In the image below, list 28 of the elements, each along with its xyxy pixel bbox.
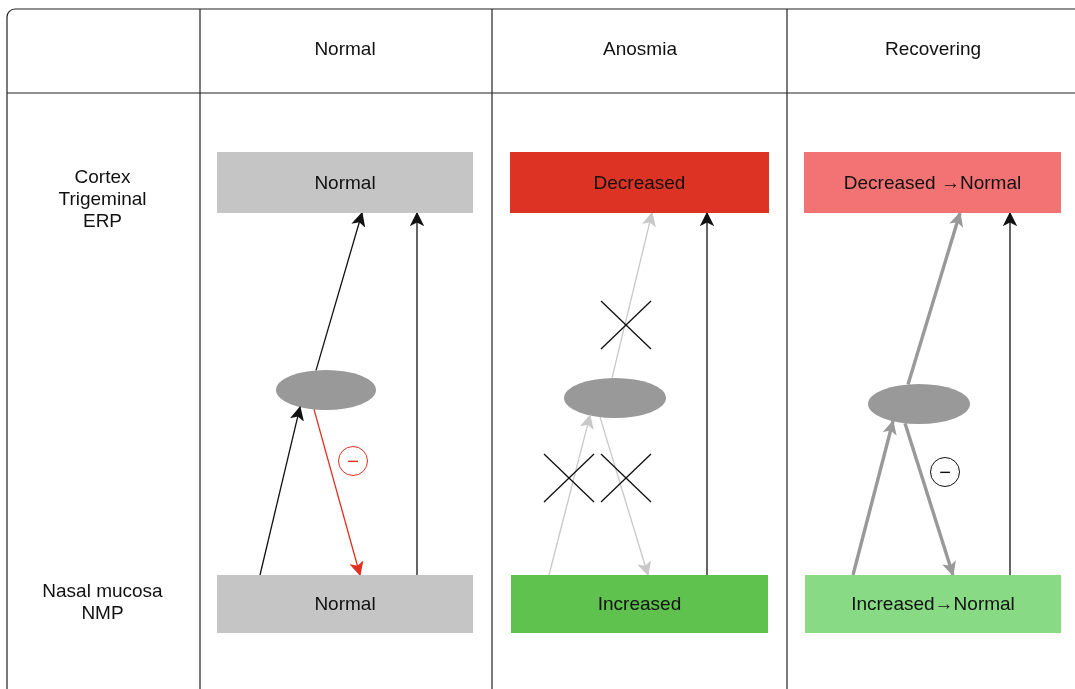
row-heading: Nasal mucosa NMP	[41, 580, 164, 624]
column-heading: Normal	[313, 38, 377, 60]
level-box: Increased→Normal	[805, 575, 1061, 633]
column-heading: Recovering	[883, 38, 983, 60]
column-heading: Anosmia	[602, 38, 678, 60]
arrow	[315, 211, 366, 372]
arrow	[903, 422, 956, 577]
ganglion-ellipse	[564, 378, 666, 418]
level-box: Decreased	[510, 152, 769, 213]
ganglion-ellipse	[868, 384, 970, 424]
arrow	[548, 414, 594, 576]
arrow	[906, 211, 964, 385]
row-heading: Cortex Trigeminal ERP	[57, 166, 148, 232]
level-box: Normal	[217, 575, 473, 633]
ganglion-ellipse	[276, 370, 376, 410]
arrow	[599, 416, 652, 577]
arrow	[699, 211, 715, 576]
level-box: Decreased →Normal	[804, 152, 1061, 213]
arrow	[1002, 211, 1018, 576]
arrow	[851, 420, 897, 576]
level-box: Increased	[511, 575, 768, 633]
arrow	[313, 408, 364, 577]
level-box: Normal	[217, 152, 473, 213]
arrow	[259, 405, 304, 576]
arrow	[611, 211, 656, 379]
arrow	[409, 211, 425, 576]
edge-label: −	[930, 457, 960, 487]
edge-label: −	[338, 446, 368, 476]
